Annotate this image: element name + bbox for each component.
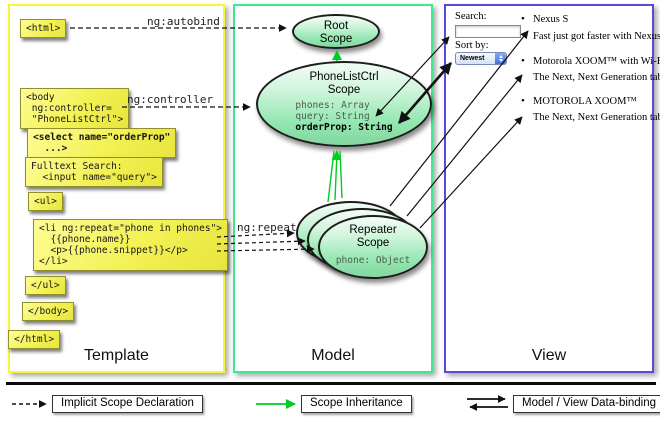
code-box-body-open: <body ng:controller= "PhoneListCtrl"> xyxy=(20,88,130,129)
template-column-label: Template xyxy=(84,347,149,364)
legend-data-binding-label: Model / View Data-binding xyxy=(513,395,660,413)
repeater-scope-title: Repeater Scope xyxy=(349,224,397,249)
arrow-up-icon xyxy=(498,55,503,58)
phonelistctrl-scope-title: PhoneListCtrl Scope xyxy=(309,71,379,96)
repeater-scope-ellipse: Repeater Scope phone: Object xyxy=(318,215,428,279)
bullet-icon: • xyxy=(521,13,525,25)
phonelistctrl-scope-ellipse: PhoneListCtrl Scope phones: Array query:… xyxy=(256,61,432,147)
view-search-label: Search: xyxy=(455,11,487,22)
code-box-fulltext-search: Fulltext Search: <input name="query"> xyxy=(25,157,163,187)
view-item-desc: Fast just got faster with Nexus S. xyxy=(533,31,660,42)
root-scope-ellipse: Root Scope xyxy=(292,14,380,49)
view-item-desc: The Next, Next Generation tablet. xyxy=(533,72,660,83)
code-box-ul-close: </ul> xyxy=(25,276,66,295)
view-item-name: Nexus S xyxy=(533,14,569,25)
edge-label-ng-autobind: ng:autobind xyxy=(147,15,220,28)
view-item-name: Motorola XOOM™ with Wi-Fi xyxy=(533,56,660,67)
view-column-label: View xyxy=(531,347,567,364)
bullet-icon: • xyxy=(521,55,525,67)
scope-prop-orderprop: orderProp: String xyxy=(295,122,393,133)
code-box-ul-open: <ul> xyxy=(28,192,63,211)
view-item-desc: The Next, Next Generation tablet. xyxy=(533,112,660,123)
sort-select[interactable]: Newest xyxy=(455,52,507,65)
code-box-html-open: <html> xyxy=(20,19,67,38)
code-box-body-close: </body> xyxy=(22,302,75,321)
repeater-prop-phone: phone: Object xyxy=(335,255,411,266)
scope-prop-query: query: String xyxy=(295,111,370,122)
legend-divider xyxy=(6,382,656,385)
legend-implicit-scope-label: Implicit Scope Declaration xyxy=(52,395,203,413)
view-sort-label: Sort by: xyxy=(455,40,489,51)
model-column: Model xyxy=(233,4,433,373)
model-column-label: Model xyxy=(311,347,355,364)
edge-label-ng-controller: ng:controller xyxy=(127,93,214,106)
scope-prop-phones: phones: Array xyxy=(295,100,370,111)
edge-label-ng-repeat: ng:repeat xyxy=(237,221,297,234)
search-input[interactable] xyxy=(455,25,521,38)
sort-stepper-icon xyxy=(495,53,506,64)
code-box-select: <select name="orderProp" ...> xyxy=(27,128,177,158)
code-box-li-repeat: <li ng:repeat="phone in phones"> {{phone… xyxy=(33,219,229,271)
root-scope-title: Root Scope xyxy=(319,20,353,45)
arrow-down-icon xyxy=(498,59,503,62)
code-box-html-close: </html> xyxy=(8,330,61,349)
legend-scope-inheritance-label: Scope Inheritance xyxy=(301,395,412,413)
sort-select-value: Newest xyxy=(460,55,485,62)
bullet-icon: • xyxy=(521,95,525,107)
view-item-name: MOTOROLA XOOM™ xyxy=(533,96,637,107)
